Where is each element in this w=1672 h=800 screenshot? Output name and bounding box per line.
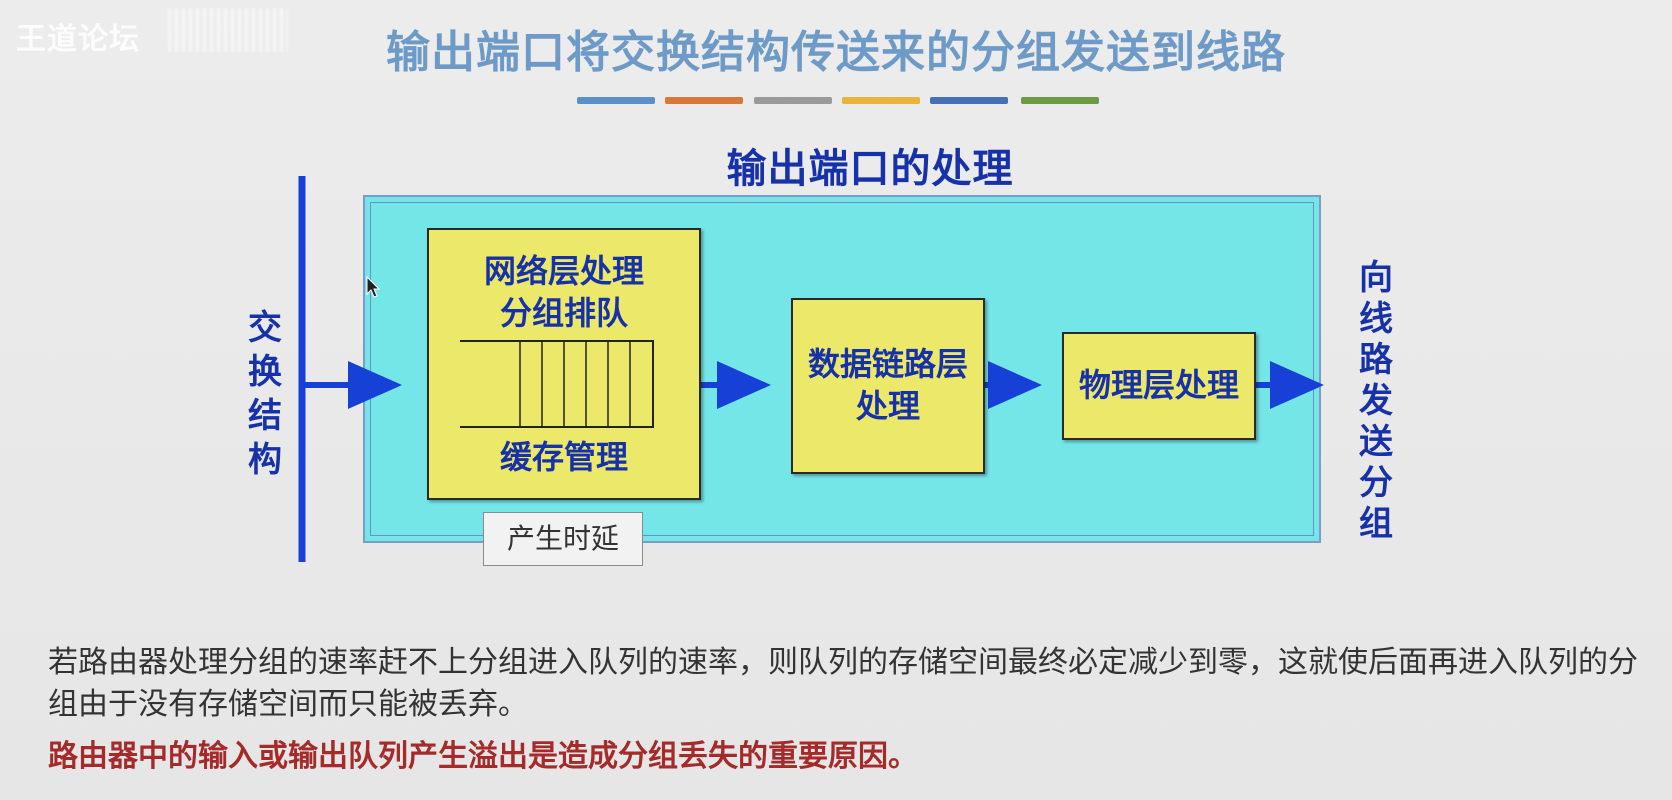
vchar: 交 <box>248 308 282 348</box>
color-bar <box>577 97 655 104</box>
color-bar <box>665 97 743 104</box>
watermark-smear <box>168 8 288 52</box>
vchar: 路 <box>1359 340 1393 380</box>
physical-layer-box <box>1062 332 1256 440</box>
switch-fabric-label: 交 换 结 构 <box>245 306 285 482</box>
datalink-layer-label: 数据链路层 处理 <box>791 343 985 427</box>
physical-layer-label: 物理层处理 <box>1078 366 1239 404</box>
queue-icon <box>460 340 654 428</box>
mouse-cursor-icon <box>366 276 381 298</box>
packet-queue-label: 分组排队 <box>499 294 628 332</box>
slide-title: 输出端口将交换结构传送来的分组发送到线路 <box>386 27 1286 78</box>
vchar: 发 <box>1359 381 1393 421</box>
vchar: 线 <box>1359 299 1393 339</box>
vchar: 结 <box>248 396 282 436</box>
color-bar <box>842 97 920 104</box>
network-layer-label: 网络层处理 <box>483 252 644 290</box>
vchar: 换 <box>248 352 282 392</box>
color-bar <box>754 97 832 104</box>
explanation-paragraph: 若路由器处理分组的速率赶不上分组进入队列的速率，则队列的存储空间最终必定减少到零… <box>48 645 1638 722</box>
key-point: 路由器中的输入或输出队列产生溢出是造成分组丢失的重要原因。 <box>48 739 918 774</box>
datalink-layer-box <box>791 298 985 474</box>
vchar: 向 <box>1359 258 1393 298</box>
vchar: 送 <box>1359 422 1393 462</box>
watermark-logo: 王道论坛 <box>16 22 140 57</box>
vchar: 组 <box>1359 504 1393 544</box>
diagram-heading: 输出端口的处理 <box>726 146 1014 192</box>
color-bar <box>930 97 1008 104</box>
vchar: 构 <box>248 440 282 480</box>
send-to-line-label: 向 线 路 发 送 分 组 <box>1356 258 1396 545</box>
buffer-management-label: 缓存管理 <box>499 438 628 476</box>
datalink-layer-line2: 处理 <box>855 387 920 425</box>
datalink-layer-line1: 数据链路层 <box>807 345 968 383</box>
vchar: 分 <box>1359 463 1393 503</box>
color-bar <box>1021 97 1099 104</box>
delay-callout: 产生时延 <box>483 512 643 566</box>
